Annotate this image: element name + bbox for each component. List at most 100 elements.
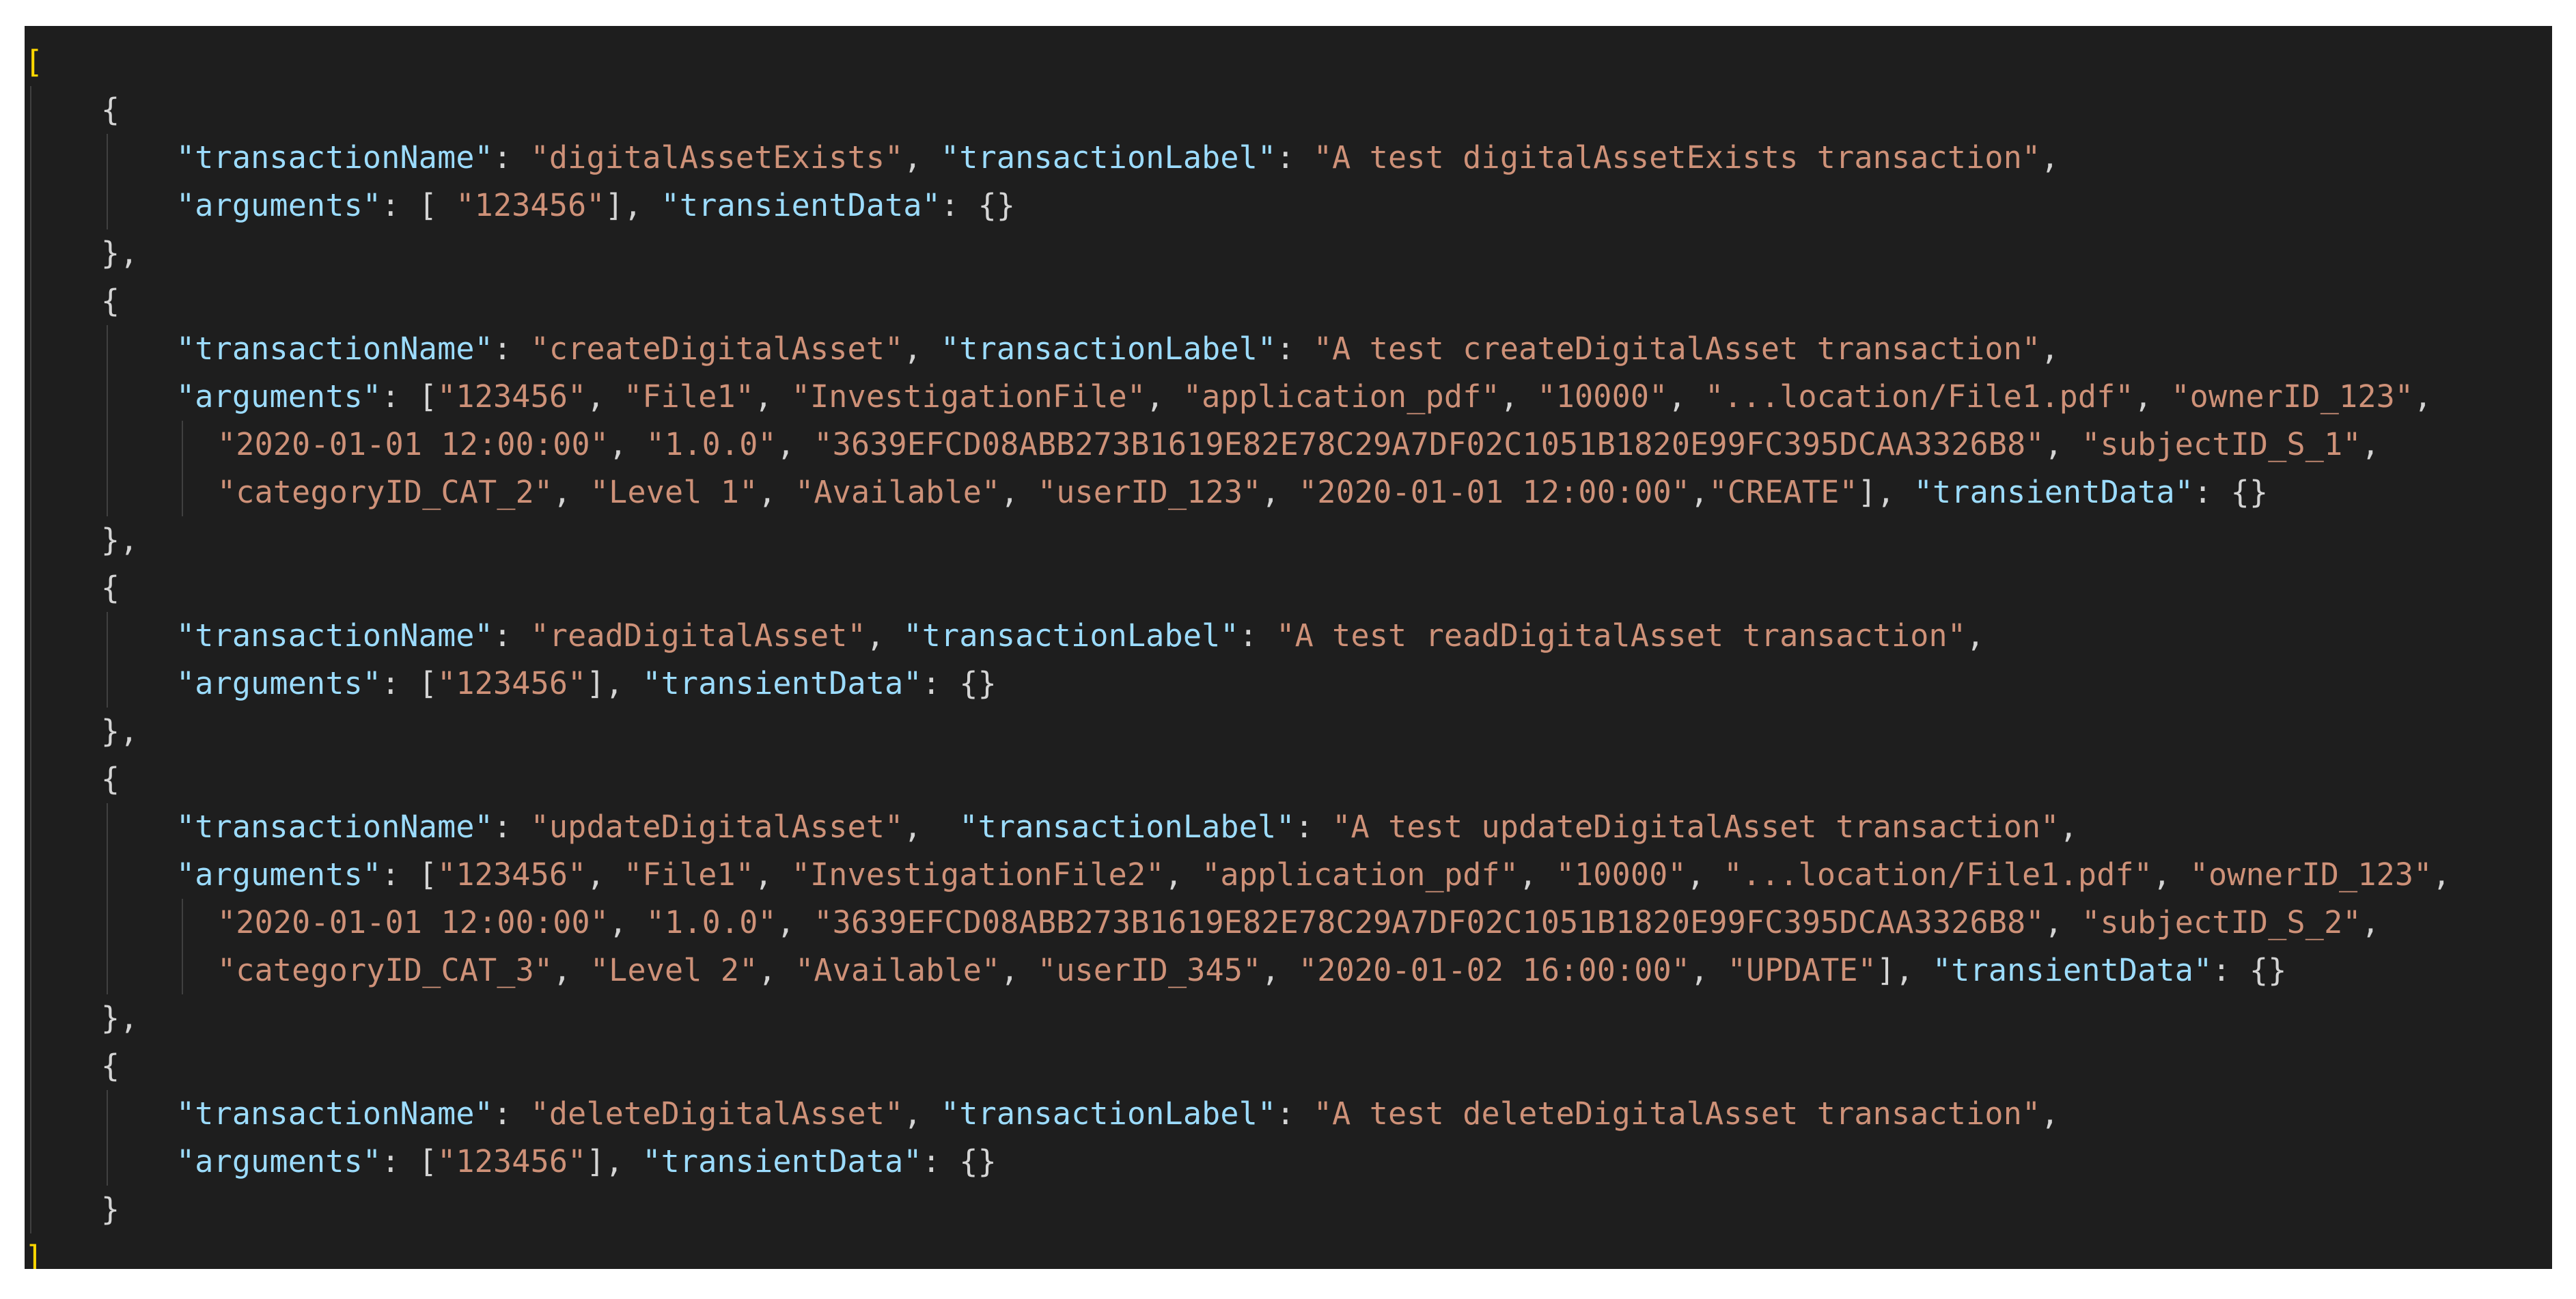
json-string: "10000" (1537, 378, 1668, 415)
json-string: "1.0.0" (646, 426, 777, 462)
json-string: "File1" (624, 378, 755, 415)
json-key: "arguments" (176, 856, 382, 893)
json-punctuation: : [ (381, 378, 438, 415)
json-punctuation: , (1499, 378, 1538, 415)
json-punctuation: : (493, 617, 531, 654)
json-punctuation: : {} (922, 1143, 997, 1179)
json-punctuation: , (609, 904, 646, 940)
json-punctuation: , (1146, 378, 1183, 415)
json-string: "123456" (437, 378, 587, 415)
indent-guide (107, 325, 108, 516)
code-line[interactable]: { (101, 86, 120, 134)
code-line[interactable]: }, (101, 708, 139, 755)
json-punctuation: , (1261, 474, 1299, 510)
code-line[interactable]: { (101, 277, 120, 325)
json-string: "ownerID_123" (2189, 856, 2433, 893)
json-punctuation: ], (1876, 952, 1933, 988)
json-punctuation: ], (1857, 474, 1914, 510)
json-punctuation: ], (586, 665, 643, 701)
json-punctuation: , (903, 1095, 941, 1132)
json-punctuation: , (1690, 952, 1728, 988)
json-punctuation: : (1294, 809, 1333, 845)
json-brace: }, (101, 713, 139, 749)
json-punctuation: : [ (381, 856, 438, 893)
json-punctuation: : {} (2193, 474, 2269, 510)
json-string: "2020-01-02 16:00:00" (1299, 952, 1691, 988)
code-line[interactable]: "transactionName": "readDigitalAsset", "… (176, 612, 1984, 660)
code-line[interactable]: "2020-01-01 12:00:00", "1.0.0", "3639EFC… (217, 899, 2380, 947)
indent-guide (182, 899, 183, 994)
json-bracket: ] (25, 1239, 44, 1269)
json-punctuation: , (2044, 426, 2082, 462)
json-string: "File1" (624, 856, 755, 893)
json-punctuation: : (493, 1095, 531, 1132)
json-string: "2020-01-01 12:00:00" (217, 904, 609, 940)
json-string: "subjectID_S_2" (2081, 904, 2362, 940)
json-punctuation: : [ (381, 1143, 438, 1179)
json-string: "10000" (1555, 856, 1687, 893)
json-punctuation: , (1000, 474, 1038, 510)
json-punctuation: , (2044, 904, 2082, 940)
json-key: "transactionLabel" (941, 1095, 1277, 1132)
code-line[interactable]: "transactionName": "updateDigitalAsset",… (176, 803, 2078, 851)
code-line[interactable]: "2020-01-01 12:00:00", "1.0.0", "3639EFC… (217, 421, 2380, 469)
json-string: "3639EFCD08ABB273B1619E82E78C29A7DF02C10… (814, 904, 2045, 940)
code-line[interactable]: "categoryID_CAT_3", "Level 2", "Availabl… (217, 947, 2287, 994)
code-line[interactable]: }, (101, 994, 139, 1042)
json-key: "arguments" (176, 378, 382, 415)
json-string: "Available" (795, 474, 1001, 510)
json-punctuation: , (2059, 809, 2078, 845)
code-line[interactable]: { (101, 755, 120, 803)
json-string: "application_pdf" (1182, 378, 1500, 415)
json-punctuation: , (776, 904, 814, 940)
code-line[interactable]: "arguments": [ "123456"], "transientData… (176, 182, 1015, 229)
json-punctuation: : {} (2212, 952, 2287, 988)
json-string: "application_pdf" (1202, 856, 1519, 893)
json-brace: }, (101, 522, 139, 558)
json-string: "A test createDigitalAsset transaction" (1313, 331, 2041, 367)
json-punctuation: , (1686, 856, 1724, 893)
indent-guide (107, 1090, 108, 1186)
json-string: "2020-01-01 12:00:00" (1299, 474, 1691, 510)
json-punctuation: , (903, 809, 960, 845)
json-punctuation: , (2152, 856, 2190, 893)
json-punctuation: , (586, 378, 624, 415)
code-line[interactable]: "transactionName": "deleteDigitalAsset",… (176, 1090, 2060, 1138)
json-string: "userID_123" (1037, 474, 1262, 510)
json-brace: { (101, 283, 120, 319)
json-string: "A test readDigitalAsset transaction" (1276, 617, 1967, 654)
code-line[interactable]: [ (25, 38, 43, 86)
json-punctuation: , (609, 426, 646, 462)
code-line[interactable]: "arguments": ["123456"], "transientData"… (176, 1138, 997, 1186)
code-line[interactable]: "transactionName": "createDigitalAsset",… (176, 325, 2060, 373)
code-line[interactable]: "arguments": ["123456", "File1", "Invest… (176, 851, 2451, 899)
json-string: "Available" (795, 952, 1001, 988)
json-punctuation: , (758, 474, 796, 510)
json-punctuation: , (865, 617, 904, 654)
code-line[interactable]: "arguments": ["123456", "File1", "Invest… (176, 373, 2433, 421)
code-line[interactable]: ] (25, 1233, 43, 1269)
json-key: "transientData" (661, 187, 941, 223)
code-line[interactable]: { (101, 564, 120, 612)
json-punctuation: : (1276, 1095, 1314, 1132)
code-editor[interactable]: [ { "transactionName": "digitalAssetExists… (25, 26, 2552, 1269)
code-line[interactable]: "transactionName": "digitalAssetExists",… (176, 134, 2060, 182)
code-line[interactable]: }, (101, 516, 139, 564)
code-line[interactable]: { (101, 1042, 120, 1090)
json-punctuation: ], (586, 1143, 643, 1179)
json-key: "transientData" (642, 665, 922, 701)
code-line[interactable]: "arguments": ["123456"], "transientData"… (176, 660, 997, 708)
json-punctuation: , (2133, 378, 2172, 415)
json-brace: { (101, 570, 120, 606)
code-line[interactable]: "categoryID_CAT_2", "Level 1", "Availabl… (217, 469, 2268, 516)
json-brace: }, (101, 235, 139, 271)
code-line[interactable]: }, (101, 229, 139, 277)
json-key: "transactionName" (176, 1095, 493, 1132)
json-punctuation: : (1238, 617, 1277, 654)
code-line[interactable]: } (101, 1186, 120, 1233)
json-punctuation: , (553, 952, 590, 988)
json-key: "transactionLabel" (903, 617, 1239, 654)
json-punctuation: : [ (381, 665, 438, 701)
json-string: "categoryID_CAT_3" (217, 952, 553, 988)
json-brace: } (101, 1191, 120, 1227)
